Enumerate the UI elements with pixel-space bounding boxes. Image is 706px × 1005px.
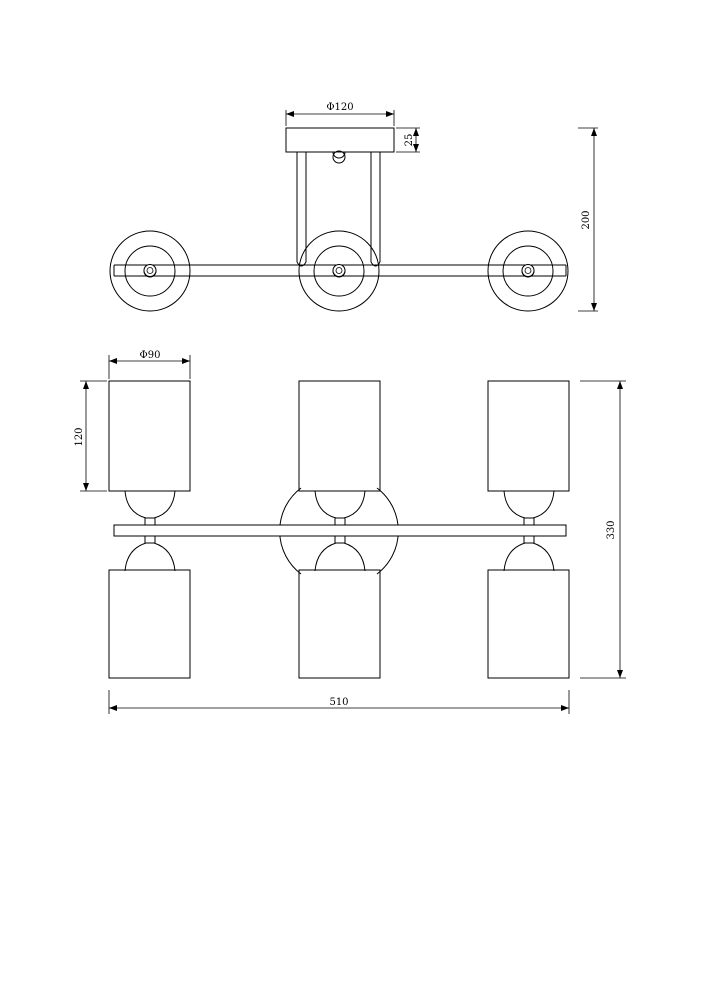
canopy-knob: [332, 150, 346, 164]
lower-holder-left: [124, 535, 176, 572]
lower-holder-middle: [314, 535, 366, 572]
dim-total-width-label: 510: [329, 697, 348, 708]
upper-holder-middle: [314, 490, 366, 526]
dim-top-height: 200: [578, 127, 598, 312]
lower-shade-middle: [298, 569, 381, 679]
support-rod-left: [296, 152, 307, 267]
dim-total-width: 510: [108, 690, 570, 714]
canopy-plate: [285, 127, 395, 153]
support-rod-right: [370, 152, 381, 267]
top-view: Φ120 25 200: [109, 102, 598, 312]
upper-holder-right: [503, 490, 555, 526]
upper-shade-left: [108, 380, 191, 492]
dim-shade-diameter-label: Φ90: [140, 350, 161, 361]
dim-canopy-diameter: Φ120: [285, 102, 395, 126]
dim-shade-diameter: Φ90: [108, 350, 191, 379]
dim-top-height-label: 200: [581, 210, 592, 229]
dim-total-height: 330: [580, 380, 626, 679]
lower-shade-left: [108, 569, 191, 679]
lower-shade-right: [487, 569, 570, 679]
hub-right: [521, 264, 535, 277]
lower-holder-right: [503, 535, 555, 572]
front-view: Φ90 120 330 510: [74, 350, 626, 714]
hub-left: [143, 264, 157, 277]
front-bar: [113, 524, 567, 537]
dim-canopy-height: 25: [396, 127, 420, 153]
upper-holder-left: [124, 490, 176, 526]
upper-shade-right: [487, 380, 570, 492]
hub-middle: [332, 264, 346, 277]
upper-shade-middle: [298, 380, 381, 492]
canopy-screw: [332, 151, 346, 159]
dim-canopy-height-label: 25: [404, 134, 415, 147]
dim-canopy-diameter-label: Φ120: [326, 102, 353, 113]
dim-shade-height-label: 120: [74, 427, 85, 446]
dim-shade-height: 120: [74, 380, 107, 492]
dim-total-height-label: 330: [606, 520, 617, 539]
